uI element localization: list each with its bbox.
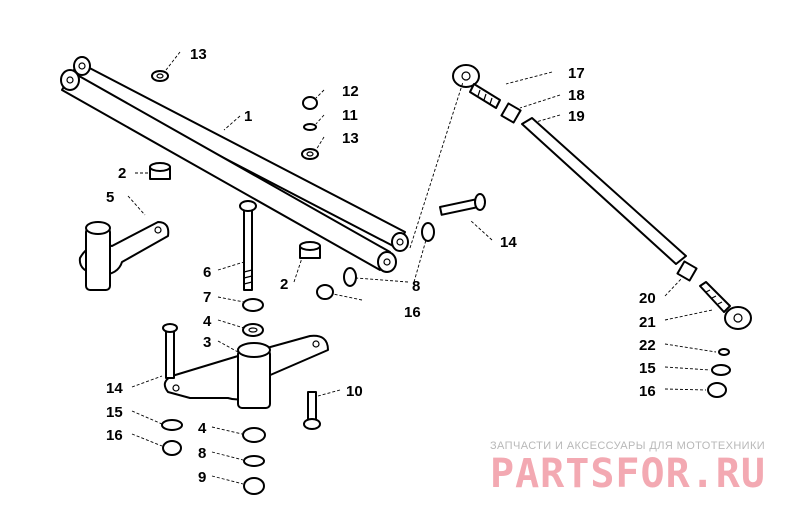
callout-19: 19 <box>568 108 585 125</box>
callout-17: 17 <box>568 65 585 82</box>
callout-8-bottom: 8 <box>198 445 206 462</box>
pivot-arm-part-5 <box>78 221 170 291</box>
callout-6: 6 <box>203 264 211 281</box>
callout-2-mid: 2 <box>280 276 288 293</box>
callout-10: 10 <box>346 383 363 400</box>
callout-2-left: 2 <box>118 165 126 182</box>
callout-18: 18 <box>568 87 585 104</box>
bellcrank-part-3 <box>163 334 329 409</box>
callout-16-left: 16 <box>106 427 123 444</box>
callout-13-top: 13 <box>190 46 207 63</box>
hardware <box>149 70 486 495</box>
callout-16-right: 16 <box>639 383 656 400</box>
watermark-tagline: ЗАПЧАСТИ И АКСЕССУАРЫ ДЛЯ МОТОТЕХНИКИ <box>490 440 765 452</box>
callout-4-bottom: 4 <box>198 420 207 437</box>
long-bolt-part-6 <box>239 200 257 291</box>
arm-part-1 <box>60 56 409 273</box>
callout-12: 12 <box>342 83 359 100</box>
callout-16-mid: 16 <box>404 304 421 321</box>
callouts: 1 13 12 11 13 2 5 6 2 7 4 3 8 16 14 17 1… <box>106 46 656 486</box>
callout-8-right: 8 <box>412 278 420 295</box>
callout-5: 5 <box>106 189 114 206</box>
callout-14-left: 14 <box>106 380 123 397</box>
callout-14-right: 14 <box>500 234 517 251</box>
callout-20: 20 <box>639 290 656 307</box>
callout-11: 11 <box>342 107 358 124</box>
callout-15-left: 15 <box>106 404 123 421</box>
watermark: ЗАПЧАСТИ И АКСЕССУАРЫ ДЛЯ МОТОТЕХНИКИ PA… <box>490 440 766 497</box>
leader-lines <box>127 51 717 485</box>
callout-3: 3 <box>203 334 211 351</box>
callout-7: 7 <box>203 289 211 306</box>
callout-15-right: 15 <box>639 360 656 377</box>
callout-13-mid: 13 <box>342 130 359 147</box>
callout-22: 22 <box>639 337 656 354</box>
watermark-brand: PARTSFOR.RU <box>490 451 766 497</box>
callout-1: 1 <box>244 108 252 125</box>
callout-9: 9 <box>198 469 206 486</box>
callout-21: 21 <box>639 314 656 331</box>
callout-4-top: 4 <box>203 313 212 330</box>
tie-rod-assembly <box>452 64 752 398</box>
